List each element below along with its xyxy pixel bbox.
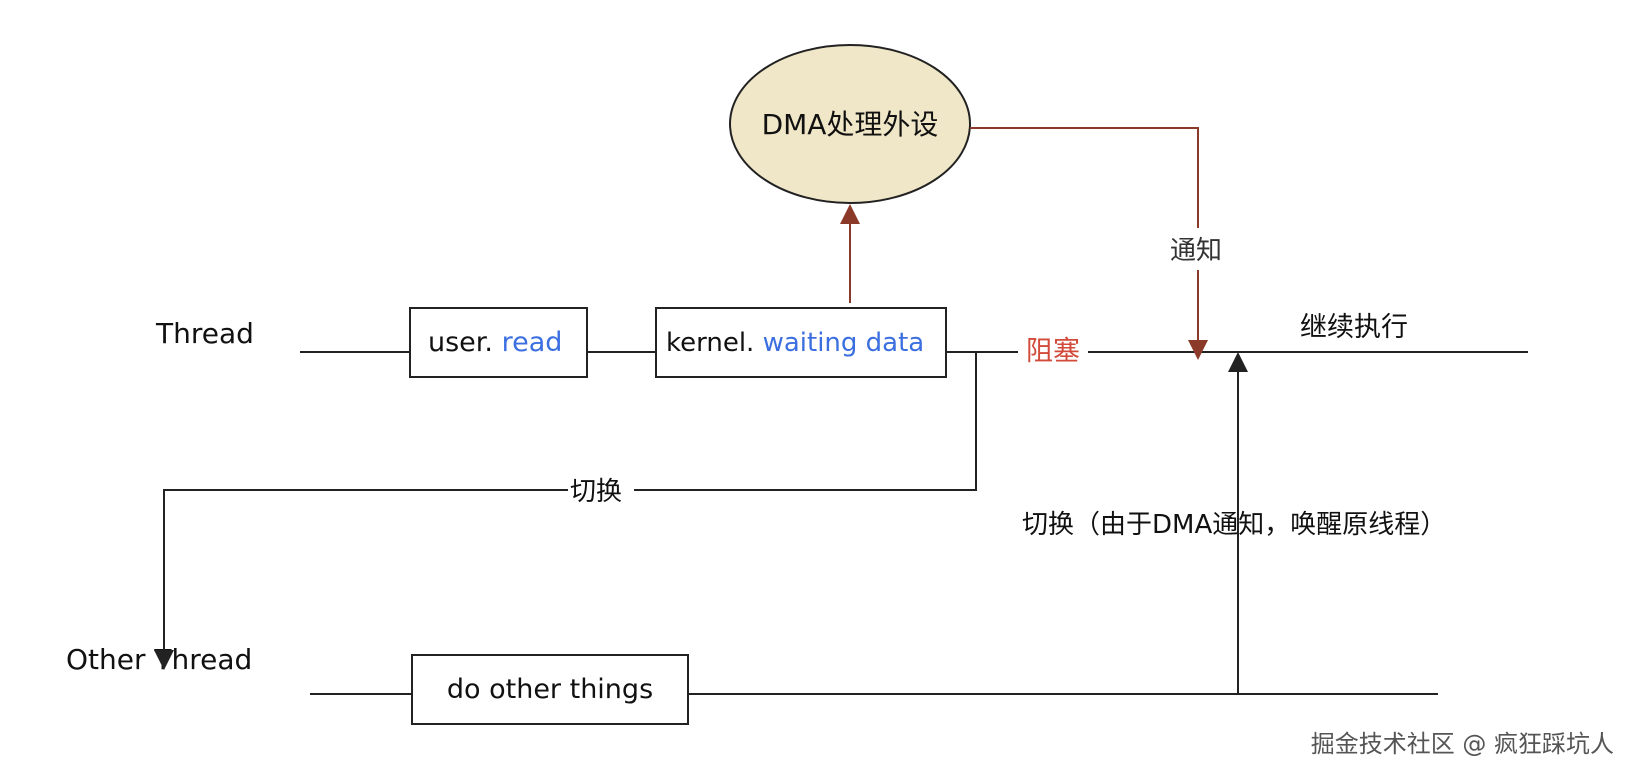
kernel-prefix-text: kernel. bbox=[666, 328, 763, 358]
dma-notify-arrow bbox=[970, 127, 1208, 360]
kernel-waiting-box bbox=[655, 307, 947, 378]
user-read-box-label: user. read bbox=[428, 327, 562, 358]
user-read-box bbox=[409, 307, 588, 378]
user-prefix-text: user. bbox=[428, 327, 502, 358]
kernel-waiting-box-label: kernel. waiting data bbox=[666, 328, 924, 358]
notify-label-bg bbox=[1166, 228, 1232, 270]
continue-label: 继续执行 bbox=[1300, 312, 1408, 343]
read-highlight-text: read bbox=[502, 327, 563, 358]
thread-lane-label: Thread bbox=[155, 317, 254, 350]
switch-arrow bbox=[154, 352, 977, 670]
do-other-things-box bbox=[411, 654, 689, 725]
blocked-label: 阻塞 bbox=[1026, 336, 1080, 367]
switch-label-bg bbox=[568, 474, 634, 508]
watermark-text: 掘金技术社区 @ 疯狂踩坑人 bbox=[1311, 730, 1614, 758]
blocked-label-bg bbox=[1018, 330, 1088, 370]
switch-label: 切换 bbox=[570, 477, 622, 507]
do-other-things-label: do other things bbox=[447, 674, 653, 705]
waiting-data-highlight-text: waiting data bbox=[763, 328, 925, 358]
dma-peripheral-node bbox=[729, 44, 971, 204]
other-thread-lane-label: Other Thread bbox=[66, 643, 252, 676]
notify-label: 通知 bbox=[1170, 236, 1222, 266]
dma-peripheral-label: DMA处理外设 bbox=[762, 108, 939, 141]
switch-back-label: 切换（由于DMA通知，唤醒原线程） bbox=[1022, 510, 1446, 540]
